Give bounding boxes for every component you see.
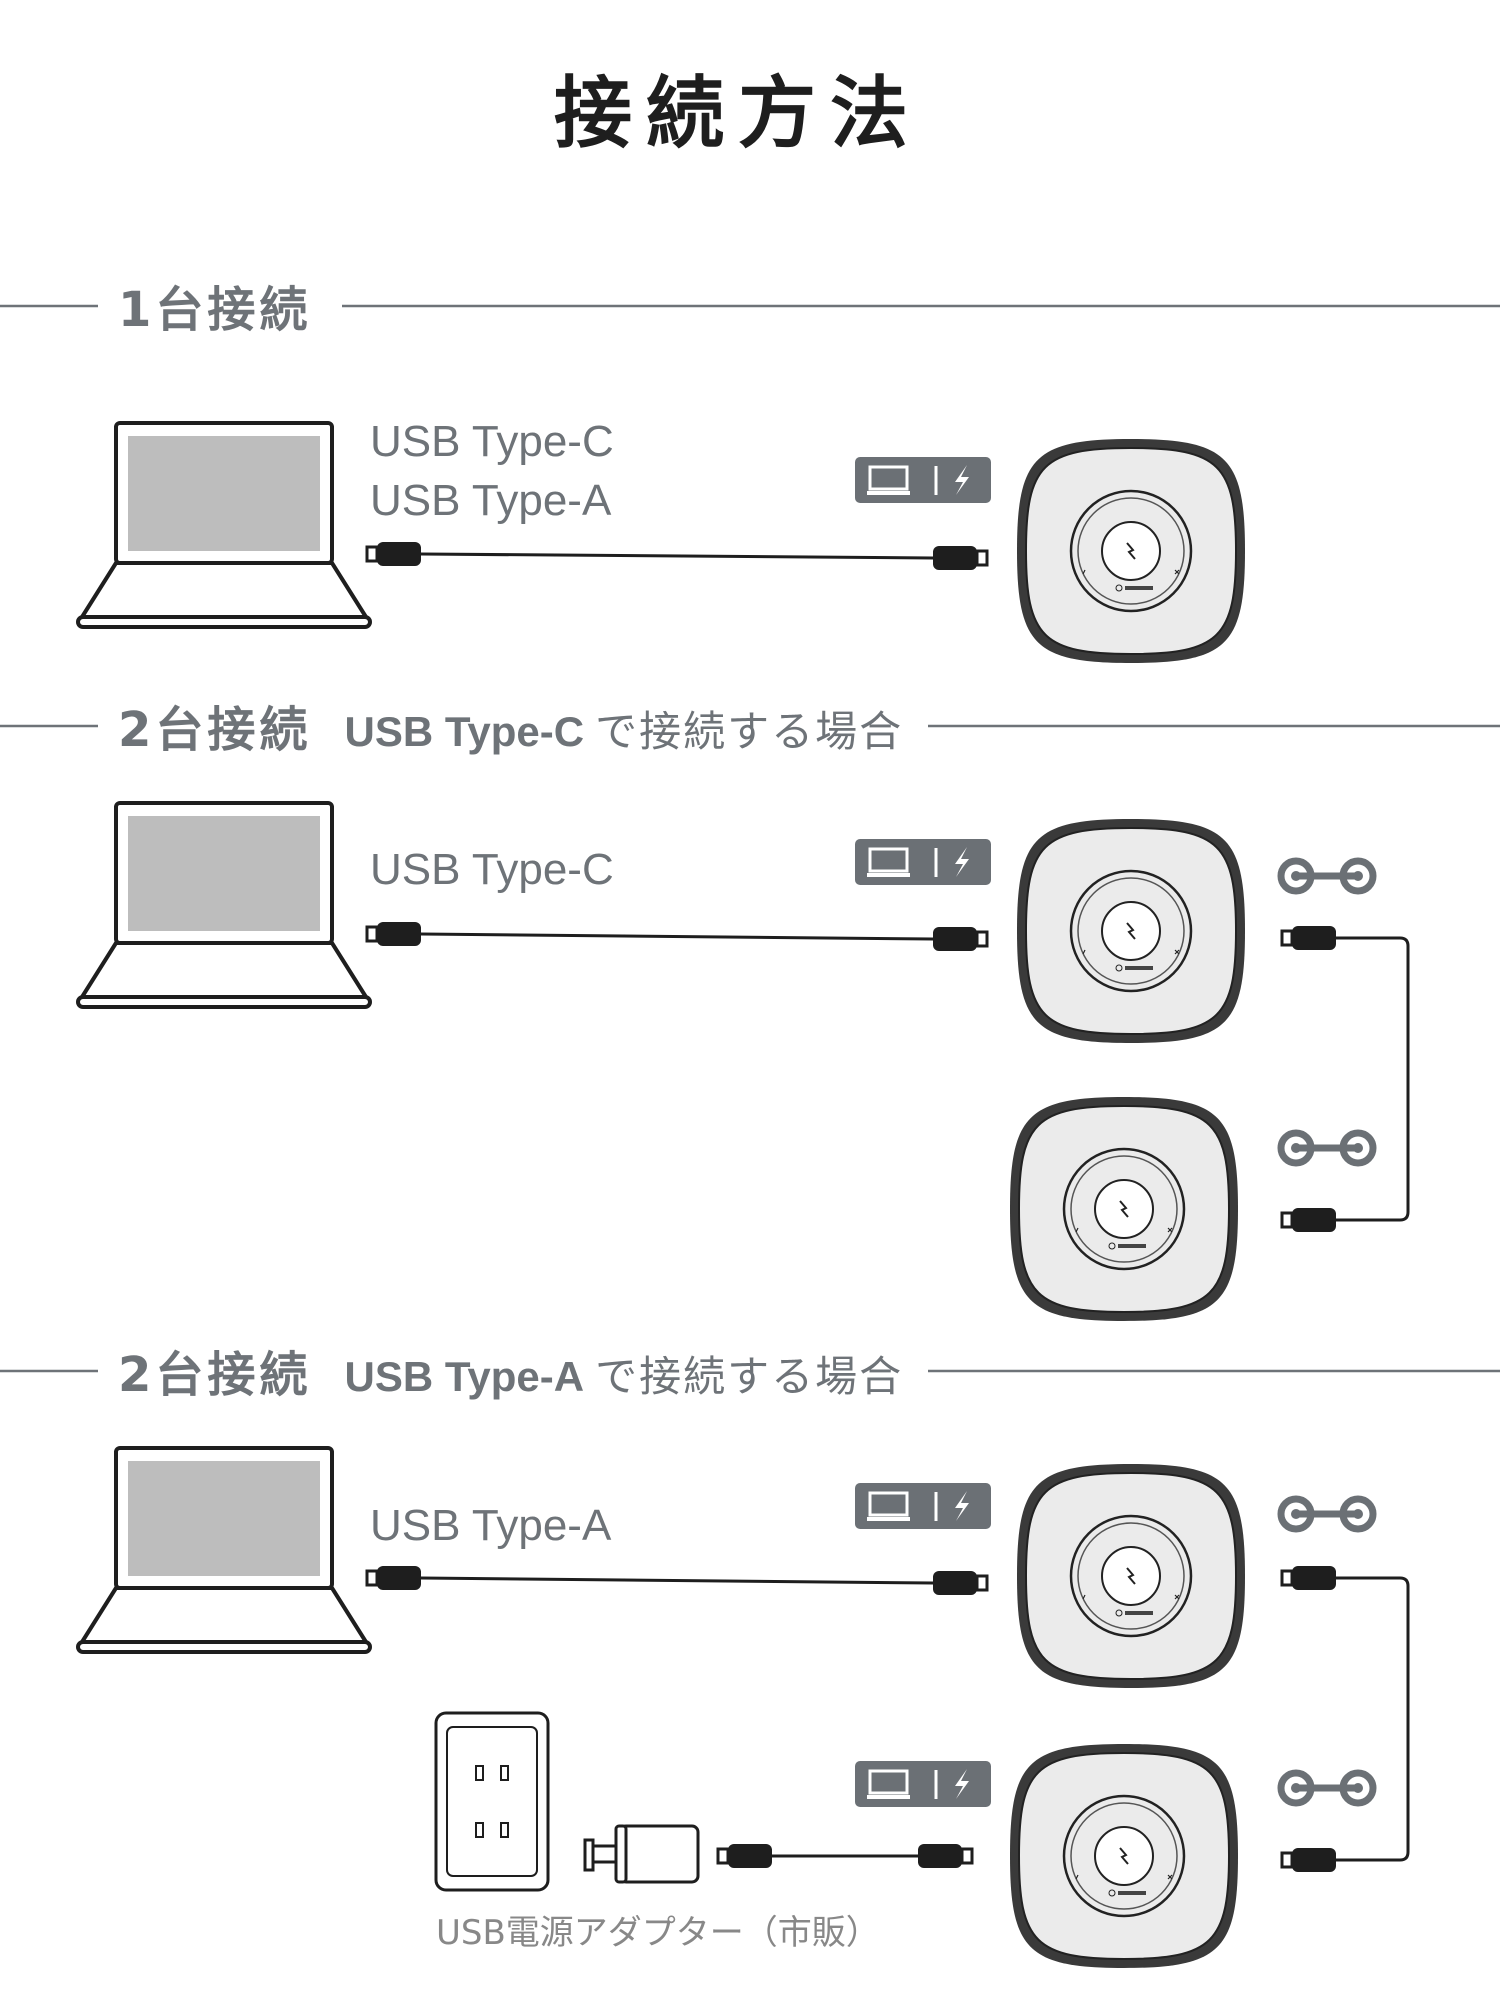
adapter-caption: USB電源アダプター（市販） (436, 1913, 880, 1953)
speakerphone-icon (1015, 1462, 1247, 1690)
usb-cable (420, 1576, 934, 1585)
usb-plug-icon (931, 544, 989, 572)
laptop-and-lightning-badge-icon (853, 1759, 993, 1809)
usb-plug-icon (1280, 1206, 1338, 1234)
speakerphone-icon (1015, 817, 1247, 1045)
section-heading: 2台接続 USB Type-C で接続する場合 (118, 702, 903, 758)
usb-plug-icon (1280, 1846, 1338, 1874)
speakerphone-icon (1008, 1095, 1240, 1323)
usb-plug-icon (931, 1569, 989, 1597)
usb-plug-icon (365, 1564, 423, 1592)
section-3-usb-a-connection: 2台接続 USB Type-A で接続する場合 USB Type-A (0, 1347, 1500, 1970)
usb-plug-icon (1280, 1564, 1338, 1592)
usb-power-adapter-icon (583, 1824, 700, 1884)
usb-chain-cable (1336, 1576, 1410, 1862)
laptop-icon (76, 421, 372, 629)
cable-label-usb-c: USB Type-C (370, 417, 614, 466)
section-heading-count: 2台接続 (118, 702, 311, 758)
usb-cable (420, 932, 934, 941)
section-2-usb-c-connection: 2台接続 USB Type-C で接続する場合 USB Type-C (0, 702, 1500, 1323)
cable-label-usb-a: USB Type-A (370, 1501, 612, 1550)
daisy-chain-link-icon (1281, 1773, 1373, 1803)
laptop-and-lightning-badge-icon (853, 1481, 993, 1531)
usb-plug-icon (916, 1842, 974, 1870)
laptop-and-lightning-badge-icon (853, 455, 993, 505)
laptop-icon (76, 801, 372, 1009)
section-heading-port: USB Type-C (345, 708, 585, 755)
speakerphone-icon (1015, 437, 1247, 665)
section-heading: 1台接続 (118, 282, 311, 338)
cable-label-usb-c: USB Type-C (370, 845, 614, 894)
daisy-chain-link-icon (1281, 861, 1373, 891)
daisy-chain-link-icon (1281, 1133, 1373, 1163)
usb-plug-icon (931, 925, 989, 953)
section-1-single-connection: 1台接続 USB Type-C USB Type-A (0, 282, 1500, 665)
laptop-icon (76, 1446, 372, 1654)
page-title: 接続方法 (554, 69, 922, 159)
usb-plug-icon (1280, 924, 1338, 952)
usb-cable (420, 552, 934, 560)
usb-plug-icon (716, 1842, 774, 1870)
cable-label-usb-a: USB Type-A (370, 476, 612, 525)
section-heading-suffix: で接続する場合 (595, 707, 903, 756)
section-heading-suffix: で接続する場合 (595, 1352, 903, 1401)
section-heading-port: USB Type-A (345, 1353, 585, 1400)
usb-plug-icon (365, 920, 423, 948)
wall-outlet-icon (434, 1711, 550, 1892)
speakerphone-icon (1008, 1742, 1240, 1970)
usb-chain-cable (1336, 936, 1410, 1222)
usb-plug-icon (365, 540, 423, 568)
section-heading-count: 2台接続 (118, 1347, 311, 1403)
laptop-and-lightning-badge-icon (853, 837, 993, 887)
daisy-chain-link-icon (1281, 1499, 1373, 1529)
section-heading: 2台接続 USB Type-A で接続する場合 (118, 1347, 903, 1403)
